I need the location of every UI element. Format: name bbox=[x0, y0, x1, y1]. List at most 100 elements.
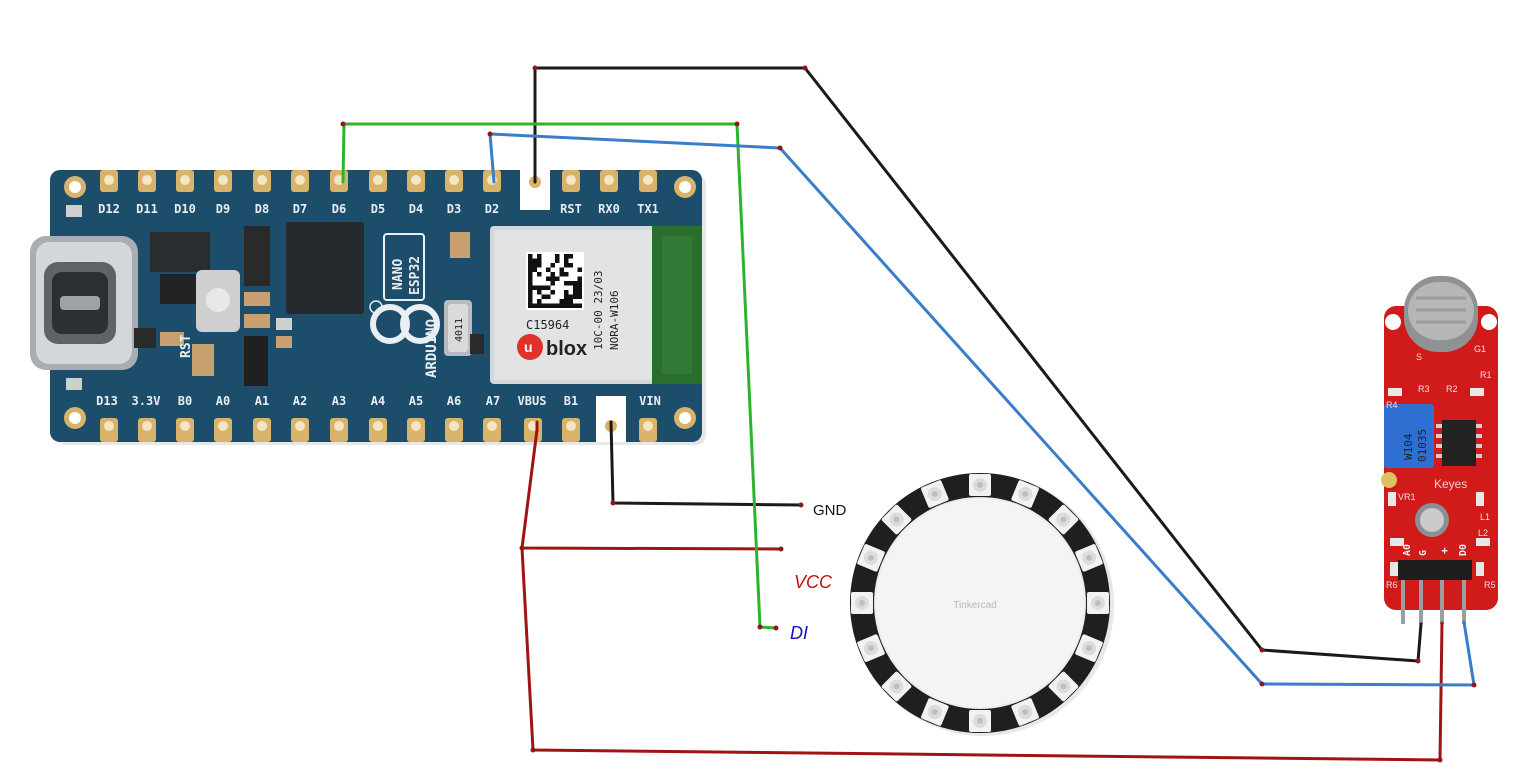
part-label-r1: R1 bbox=[1480, 370, 1492, 380]
top-header-pads bbox=[100, 166, 657, 210]
pin-label-d7: D7 bbox=[293, 202, 307, 216]
pot-label-2: 01035 bbox=[1416, 429, 1429, 462]
sensor-header-pins bbox=[1401, 580, 1466, 624]
top-pad bbox=[407, 170, 425, 192]
pin-label-d10: D10 bbox=[174, 202, 196, 216]
part-label-r6: R6 bbox=[1386, 580, 1398, 590]
top-pad bbox=[445, 170, 463, 192]
bottom-pad bbox=[100, 418, 118, 442]
sensor-pin-label-a0: A0 bbox=[1402, 544, 1413, 556]
sensor-smd-parts bbox=[1388, 388, 1490, 576]
ublox-logo-icon bbox=[517, 334, 543, 360]
pin-label-d3: D3 bbox=[447, 202, 461, 216]
pin-label-d2: D2 bbox=[485, 202, 499, 216]
gnd-label: GND bbox=[813, 502, 847, 519]
di-label: DI bbox=[790, 623, 808, 643]
ring-leds bbox=[851, 474, 1109, 732]
top-pad bbox=[330, 170, 348, 192]
bottom-header-pads bbox=[100, 396, 657, 442]
mcu-chip bbox=[286, 222, 364, 314]
sensor-pin-label-g: G bbox=[1418, 550, 1429, 556]
potentiometer: W104 01035 bbox=[1381, 404, 1434, 488]
signal-wire bbox=[488, 132, 1476, 687]
ring-watermark: Tinkercad bbox=[953, 600, 997, 611]
smd-components bbox=[66, 205, 292, 390]
pin-label-d13: D13 bbox=[96, 394, 118, 408]
top-pad bbox=[600, 170, 618, 192]
top-pad bbox=[369, 170, 387, 192]
led bbox=[921, 480, 949, 508]
registered-mark-icon bbox=[369, 300, 383, 314]
pin-label-rx0: RX0 bbox=[598, 202, 620, 216]
bottom-pad bbox=[214, 418, 232, 442]
top-pad bbox=[291, 170, 309, 192]
led bbox=[1011, 480, 1039, 508]
bottom-pad bbox=[138, 418, 156, 442]
pin-label-d11: D11 bbox=[136, 202, 158, 216]
model-line-2: ESP32 bbox=[408, 256, 423, 295]
pin-label-d5: D5 bbox=[371, 202, 385, 216]
top-pad bbox=[639, 170, 657, 192]
led bbox=[1048, 504, 1079, 535]
module-line-1: 10C-00 23/03 bbox=[592, 271, 605, 350]
part-label-vr1: VR1 bbox=[1398, 492, 1416, 502]
module-line-2: NORA-W106 bbox=[608, 290, 621, 350]
led bbox=[857, 634, 885, 662]
sensor-header bbox=[1398, 560, 1472, 580]
led bbox=[881, 671, 912, 702]
pin-label-vin: VIN bbox=[639, 394, 661, 408]
nora-w106-module: C15964 u blox 10C-00 23/03 NORA-W106 bbox=[490, 226, 702, 384]
bottom-pad bbox=[253, 418, 271, 442]
pin-label-b0: B0 bbox=[178, 394, 192, 408]
arduino-logo bbox=[370, 304, 440, 344]
pin-label-a1: A1 bbox=[255, 394, 269, 408]
led bbox=[1087, 592, 1109, 614]
top-pad bbox=[100, 170, 118, 192]
sensor-brand: Keyes bbox=[1434, 477, 1467, 491]
sensor-part-labels: S G1 R1 R2 R3 R4 VR1 R5 R6 L1 L2 bbox=[1386, 344, 1496, 590]
led bbox=[1075, 544, 1103, 572]
top-pad bbox=[562, 170, 580, 192]
led bbox=[851, 592, 873, 614]
top-pad bbox=[214, 170, 232, 192]
arduino-nano-esp32-board: D12 D11 D10 D9 D8 D7 D6 D5 D4 D3 D2 RST … bbox=[30, 166, 706, 445]
usb-c-connector bbox=[30, 236, 138, 370]
pin-label-d9: D9 bbox=[216, 202, 230, 216]
bottom-pad bbox=[562, 418, 580, 442]
pin-label-3v3: 3.3V bbox=[132, 394, 161, 408]
comparator-ic bbox=[1436, 420, 1482, 466]
pin-label-a0: A0 bbox=[216, 394, 230, 408]
part-label-r3: R3 bbox=[1418, 384, 1430, 394]
pin-label-a7: A7 bbox=[486, 394, 500, 408]
bottom-pad bbox=[291, 418, 309, 442]
bottom-pad bbox=[445, 418, 463, 442]
gnd-wire-sensor bbox=[533, 66, 1423, 663]
bottom-pad bbox=[369, 418, 387, 442]
crystal: 4011 bbox=[444, 300, 472, 356]
sound-sensor-module: W104 01035 Keyes S G1 R1 bbox=[1381, 276, 1498, 624]
top-pin-labels: D12 D11 D10 D9 D8 D7 D6 D5 D4 D3 D2 RST … bbox=[98, 202, 659, 216]
pin-label-a4: A4 bbox=[371, 394, 385, 408]
ublox-logo-u: u bbox=[524, 339, 533, 355]
led bbox=[969, 474, 991, 496]
pin-label-a2: A2 bbox=[293, 394, 307, 408]
pin-label-b1: B1 bbox=[564, 394, 578, 408]
bottom-pad bbox=[639, 418, 657, 442]
led bbox=[1011, 698, 1039, 726]
led bbox=[1075, 634, 1103, 662]
bottom-pad bbox=[524, 418, 542, 442]
brand-label: ARDUINO bbox=[424, 319, 440, 378]
led bbox=[1048, 671, 1079, 702]
bottom-pin-labels: D13 3.3V B0 A0 A1 A2 A3 A4 A5 A6 A7 VBUS… bbox=[96, 394, 661, 408]
led bbox=[969, 710, 991, 732]
pin-label-rst: RST bbox=[560, 202, 582, 216]
bottom-pad bbox=[330, 418, 348, 442]
pin-label-vbus: VBUS bbox=[518, 394, 547, 408]
led bbox=[881, 504, 912, 535]
pin-label-d6: D6 bbox=[332, 202, 346, 216]
bottom-pad bbox=[407, 418, 425, 442]
part-label-g1: G1 bbox=[1474, 344, 1486, 354]
crystal-label: 4011 bbox=[454, 318, 465, 342]
bottom-pad bbox=[176, 418, 194, 442]
pin-label-d12: D12 bbox=[98, 202, 120, 216]
